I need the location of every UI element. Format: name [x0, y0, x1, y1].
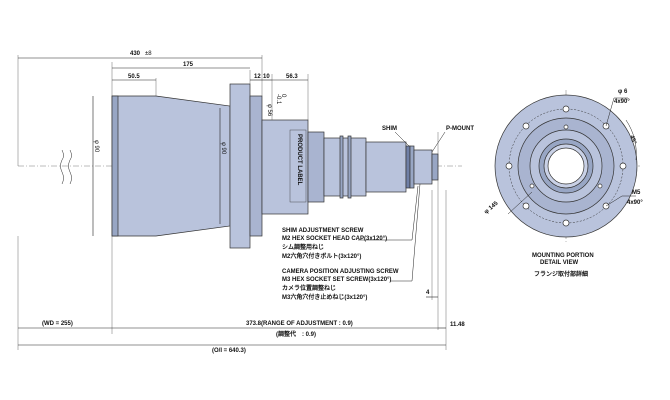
shim-label: SHIM	[382, 126, 397, 132]
adjust-range-jp-label: (調整代 : 0.9)	[276, 330, 316, 338]
shim	[405, 145, 411, 189]
dim-12: 12	[254, 74, 261, 80]
detail-hole-count: 4x90°	[614, 99, 630, 105]
lens-rear-ring-b	[347, 135, 352, 199]
p-mount	[413, 149, 433, 185]
dim-175: 175	[183, 62, 194, 68]
dim-4: 4	[426, 290, 430, 296]
dim-50-5: 50.5	[128, 74, 140, 80]
product-label-text: PRODUCT LABEL	[296, 134, 302, 186]
dia-small-tol: 0	[280, 94, 286, 98]
detail-m5: M5	[632, 190, 641, 196]
cam-screw-jp-1: カメラ位置調整ねじ	[282, 284, 336, 292]
detail-dia-6: φ 6	[618, 89, 628, 95]
oi-label: (O/I = 640.3)	[212, 348, 246, 354]
lens-rear-barrel	[323, 137, 367, 197]
wd-label: (WD = 255)	[42, 321, 73, 327]
cam-screw-en-2: M3 HEX SOCKET SET SCREW(3x120°)	[282, 277, 391, 283]
side-view: PRODUCT LABEL φ 90 φ 90 φ 56 0 -0.1 430 …	[17, 51, 474, 354]
shim-screw-en-2: M2 HEX SOCKET HEAD CAP(3x120°)	[282, 236, 387, 242]
detail-title-jp: フランジ取付部詳細	[534, 270, 588, 278]
lens-mid-barrel	[261, 119, 309, 215]
detail-title-1: MOUNTING PORTION	[532, 253, 594, 259]
lens-adapter	[365, 141, 407, 193]
detail-title-2: DETAIL VIEW	[540, 260, 578, 266]
lens-step	[307, 131, 325, 203]
dia-small-tol-2: -0.1	[275, 94, 281, 105]
detail-m5-count: 4x90°	[627, 200, 643, 206]
dim-430: 430	[130, 51, 141, 57]
p-mount-thread	[431, 153, 439, 181]
break-mark	[68, 149, 72, 185]
mounting-detail-view: φ 6 4x90° 45° M5 4x90° φ 145 MOUNTING PO…	[483, 89, 643, 278]
break-mark	[60, 149, 64, 185]
detail-dia-145: φ 145	[483, 200, 500, 215]
lens-front-rim	[111, 95, 119, 237]
dim-10: 10	[263, 74, 270, 80]
lens-rear-ring-a	[339, 135, 344, 199]
lens-front-cone	[111, 95, 231, 237]
shim-screw-en-1: SHIM ADJUSTMENT SCREW	[282, 228, 364, 234]
dim-430-tol: ±8	[145, 51, 152, 57]
dia-small-label: φ 56	[266, 104, 272, 117]
dia-large-label: φ 90	[93, 140, 99, 153]
inner-screws	[529, 124, 603, 189]
shim-screw-jp-1: シム調整用ねじ	[282, 243, 324, 251]
product-label-area	[289, 129, 307, 203]
p-mount-label: P-MOUNT	[446, 126, 474, 132]
detail-angle: 45°	[628, 135, 637, 146]
dim-56-3: 56.3	[286, 74, 298, 80]
shim-screw-jp-2: M2六角穴付きボルト(3x120°)	[282, 252, 361, 260]
flange-bore	[547, 147, 585, 185]
lens-flange	[229, 83, 251, 249]
cam-screw-jp-2: M3六角穴付き止めねじ(3x120°)	[282, 293, 367, 301]
dia-mid-label: φ 90	[220, 142, 226, 155]
adjust-range-label: 373.8(RANGE OF ADJUSTMENT : 0.9)	[246, 321, 353, 327]
lens-flange-ring	[249, 95, 263, 237]
shim-ring	[409, 145, 415, 189]
mounting-holes	[505, 105, 627, 227]
dim-11-48: 11.48	[450, 322, 465, 328]
cam-screw-en-1: CAMERA POSITION ADJUSTING SCREW	[282, 269, 399, 275]
